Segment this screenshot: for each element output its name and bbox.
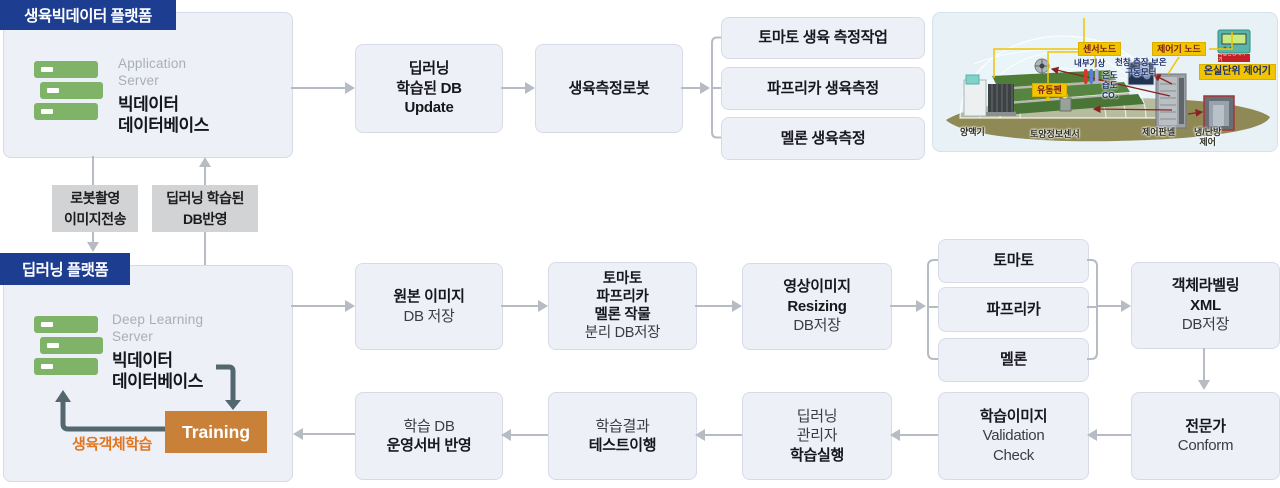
greenhouse-illustration: 센서노드 제어기 노드 유동펜 온실단위 제어기 복합환경제어기 내부기상 천창… <box>932 12 1278 152</box>
flow-box-label: 학습실행 <box>789 446 844 464</box>
flow-box-db-update: 딥러닝 학습된 DB Update <box>355 44 503 133</box>
training-box: Training <box>165 411 267 453</box>
server-stack-icon <box>34 61 103 124</box>
flow-box-resizing: 영상이미지 Resizing DB저장 <box>742 263 892 350</box>
training-caption: 생육객체학습 <box>72 436 152 453</box>
transfer-label-robot-image: 로봇촬영 이미지전송 <box>52 185 138 232</box>
flow-box-test-result: 학습결과 테스트이행 <box>548 392 697 480</box>
greenhouse-label-sensor-node: 센서노드 <box>1078 42 1122 57</box>
flow-box-crop-separation: 토마토 파프리카 멜론 작물 분리 DB저장 <box>548 262 697 350</box>
flow-box-label: 운영서버 반영 <box>386 437 472 454</box>
flow-box-label: 객체라벨링 XML <box>1171 277 1240 314</box>
flow-box-original-image: 원본 이미지 DB 저장 <box>355 263 503 350</box>
crop-box-melon: 멜론 <box>938 338 1089 382</box>
task-box-paprika: 파프리카 생육측정 <box>721 67 925 110</box>
nutrient-machine <box>963 74 1016 117</box>
server-name-label: 빅데이터 데이터베이스 <box>118 94 209 135</box>
control-cabinet <box>1155 73 1187 129</box>
greenhouse-label-motors: 천창.측장.보온 구동모터 <box>1115 57 1167 77</box>
greenhouse-label-controller-node: 제어기 노드 <box>1152 42 1206 57</box>
crop-label: 토마토 <box>993 252 1034 270</box>
server-name-label: 빅데이터 데이터베이스 <box>112 350 203 391</box>
flow-box-growth-robot: 생육측정로봇 <box>535 44 683 133</box>
greenhouse-label-flow-fan: 유동펜 <box>1032 83 1067 98</box>
task-label: 파프리카 생육측정 <box>767 79 879 97</box>
flow-box-sublabel: 분리 DB저장 <box>584 325 661 342</box>
task-box-tomato: 토마토 생육 측정작업 <box>721 17 925 59</box>
crop-box-paprika: 파프리카 <box>938 287 1089 332</box>
control-arrows <box>1050 66 1204 117</box>
flow-box-label: 학습이미지 <box>979 407 1048 425</box>
greenhouse-label-indoor-weather: 내부기상 <box>1074 58 1106 68</box>
sensor-wires <box>993 18 1233 98</box>
server-stack-icon <box>34 316 103 379</box>
flow-box-label: 토마토 파프리카 멜론 작물 <box>594 270 651 323</box>
platform-badge-deep-learning: 딥러닝 플랫폼 <box>0 253 130 285</box>
greenhouse-label-unit-controller: 온실단위 제어기 <box>1198 64 1276 80</box>
hvac-photo <box>1203 95 1235 131</box>
greenhouse-label-env-factors: 온도 습도 CO₂ <box>1102 70 1119 100</box>
greenhouse-label-nutrient: 양액기 <box>960 127 985 137</box>
flow-box-label: 딥러닝 학습된 DB Update <box>396 60 462 117</box>
crop-box-tomato: 토마토 <box>938 239 1089 283</box>
env-controller-device <box>1217 29 1251 54</box>
task-label: 토마토 생육 측정작업 <box>758 29 888 47</box>
flow-box-sublabel: Validation Check <box>982 427 1045 464</box>
greenhouse-label-soil-sensor: 토양정보센서 <box>1030 129 1080 139</box>
flow-box-validation-check: 학습이미지 Validation Check <box>938 392 1089 480</box>
crop-label: 멜론 <box>999 351 1027 369</box>
flow-box-sublabel: 딥러닝 관리자 <box>796 407 838 445</box>
flow-box-sublabel: DB 저장 <box>403 307 455 325</box>
greenhouse-label-hvac: 냉/난방 제어 <box>1194 127 1222 148</box>
flow-box-label: 테스트이행 <box>588 437 657 454</box>
flow-box-object-labeling: 객체라벨링 XML DB저장 <box>1131 262 1280 349</box>
transfer-label-trained-db: 딥러닝 학습된 DB반영 <box>152 185 258 232</box>
flow-box-sublabel: DB저장 <box>793 317 841 335</box>
flow-box-label: 원본 이미지 <box>393 288 465 305</box>
flow-box-deploy-db: 학습 DB 운영서버 반영 <box>355 392 503 480</box>
thermometer-icons <box>1084 69 1099 84</box>
bigdata-platform-box: Application Server 빅데이터 데이터베이스 <box>3 12 293 158</box>
flow-box-sublabel: Conform <box>1177 437 1234 454</box>
flow-box-training-execute: 딥러닝 관리자 학습실행 <box>742 392 892 480</box>
server-type-label: Application Server <box>118 56 187 88</box>
platform-badge-bigdata: 생육빅데이터 플랫폼 <box>0 0 176 30</box>
flow-box-label: 전문가 <box>1185 417 1226 435</box>
task-box-melon: 멜론 생육측정 <box>721 117 925 160</box>
server-type-label: Deep Learning Server <box>112 312 204 344</box>
crop-label: 파프리카 <box>986 300 1041 318</box>
flow-box-sublabel: 학습결과 <box>595 417 650 435</box>
flow-box-label: 생육측정로봇 <box>568 79 650 97</box>
fan-icon <box>1034 58 1050 74</box>
greenhouse-label-control-panel: 제어판넬 <box>1142 127 1176 137</box>
flow-box-expert-conform: 전문가 Conform <box>1131 392 1280 480</box>
task-label: 멜론 생육측정 <box>780 129 866 147</box>
motor-photo <box>1127 61 1155 86</box>
flow-box-sublabel: DB저장 <box>1181 316 1230 334</box>
flow-box-sublabel: 학습 DB <box>403 417 455 435</box>
flow-box-label: 영상이미지 Resizing <box>783 278 851 315</box>
greenhouse-device-caption: 복합환경제어기 <box>1218 54 1250 62</box>
